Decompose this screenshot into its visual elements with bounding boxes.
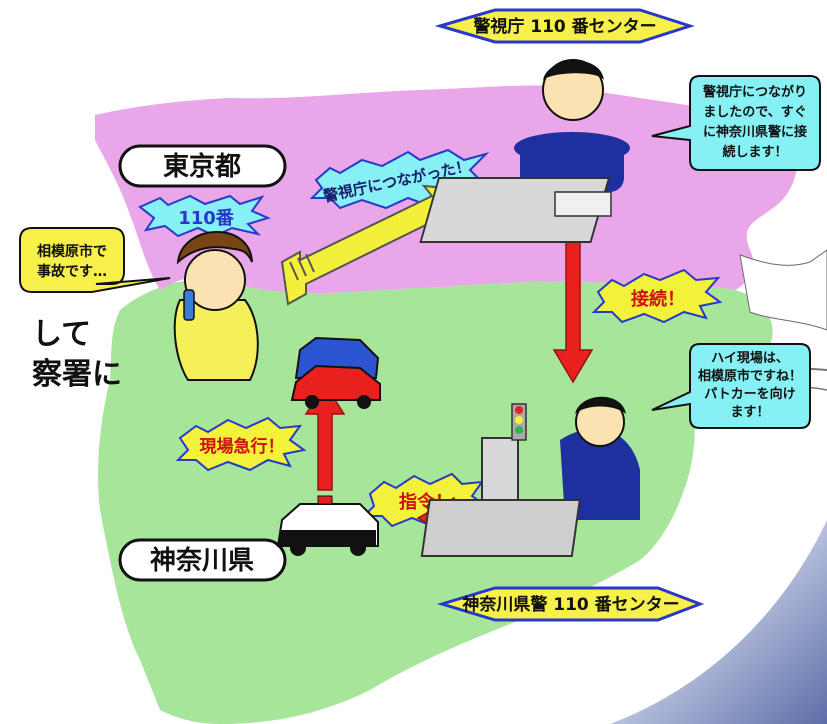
svg-text:警視庁につながり: 警視庁につながり: [703, 84, 807, 100]
svg-text:現場急行！: 現場急行！: [200, 436, 285, 457]
svg-text:ハイ現場は、: ハイ現場は、: [711, 350, 789, 366]
bay-coastline: [739, 249, 827, 331]
svg-text:110番: 110番: [178, 208, 235, 229]
rush-to-scene-burst: 現場急行！: [175, 416, 307, 472]
cut-text-line-2: 察署に: [32, 357, 122, 392]
kanagawa-operator-speech-bubble: ハイ現場は、 相模原市ですね！ パトカーを向け ます！: [651, 343, 811, 429]
tokyo-operator-speech-bubble: 警視庁につながり ましたので、すぐ に神奈川県警に接 続します！: [651, 75, 821, 171]
svg-text:ましたので、すぐ: ましたので、すぐ: [703, 105, 806, 120]
patrol-car: [276, 495, 379, 556]
tokyo-to-kanagawa-arrow: [552, 237, 594, 384]
tokyo-110-center-label: 警視庁 110 番センター: [472, 16, 656, 37]
svg-text:ます！: ます！: [730, 405, 769, 420]
kanagawa-label: 神奈川県: [118, 538, 287, 582]
svg-text:パトカーを向け: パトカーを向け: [704, 386, 795, 402]
connection-burst: 接続！: [591, 268, 723, 324]
tokyo-operator: [419, 59, 630, 243]
svg-text:接続！: 接続！: [631, 288, 685, 310]
svg-text:東京都: 東京都: [163, 151, 241, 182]
svg-text:続します！: 続します！: [722, 144, 787, 160]
call-110-burst: 110番: [138, 194, 271, 238]
kanagawa-operator: [420, 396, 640, 557]
caller-speech-line-1: 相模原市で: [37, 243, 107, 260]
cut-text-line-1: して: [32, 317, 91, 352]
caller-speech-line-2: 事故です…: [37, 263, 107, 280]
caller-woman: [173, 231, 259, 381]
svg-text:に神奈川県警に接: に神奈川県警に接: [703, 124, 807, 140]
tokyo-110-center-banner: 警視庁 110 番センター: [434, 8, 695, 44]
svg-text:神奈川県: 神奈川県: [150, 546, 254, 576]
kanagawa-110-center-label: 神奈川県警 110 番センター: [462, 594, 679, 615]
caller-speech-bubble: 相模原市で 事故です…: [19, 227, 171, 293]
corner-gradient-decoration: [610, 520, 827, 724]
svg-text:相模原市ですね！: 相模原市ですね！: [698, 368, 802, 384]
crashed-cars: [290, 336, 381, 409]
kanagawa-110-center-banner: 神奈川県警 110 番センター: [436, 586, 705, 622]
tokyo-label: 東京都: [118, 144, 287, 188]
